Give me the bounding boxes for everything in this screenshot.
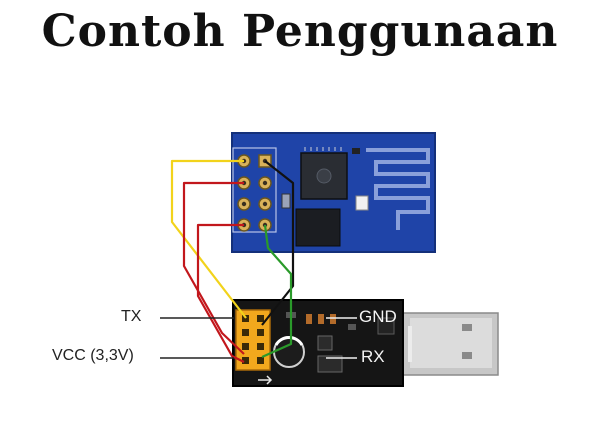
label-tx: TX (121, 308, 142, 325)
wire-black (261, 160, 295, 326)
wire-red (182, 181, 245, 355)
usb-adapter (232, 299, 499, 387)
esp01-module (231, 132, 436, 253)
label-rx: RX (361, 347, 385, 366)
flash-chip (295, 208, 341, 247)
wire-green (261, 224, 293, 359)
label-vcc: VCC (3,3V) (52, 347, 134, 364)
wires (170, 159, 295, 363)
wire-red-2 (196, 223, 245, 363)
led (355, 195, 369, 211)
page-title: Contoh Penggunaan (41, 6, 559, 57)
wire-yellow (170, 159, 247, 319)
label-pointers (160, 317, 357, 359)
label-gnd: GND (359, 307, 397, 326)
esp01-pin-header (232, 147, 277, 233)
wifi-antenna-trace-icon (366, 148, 430, 230)
